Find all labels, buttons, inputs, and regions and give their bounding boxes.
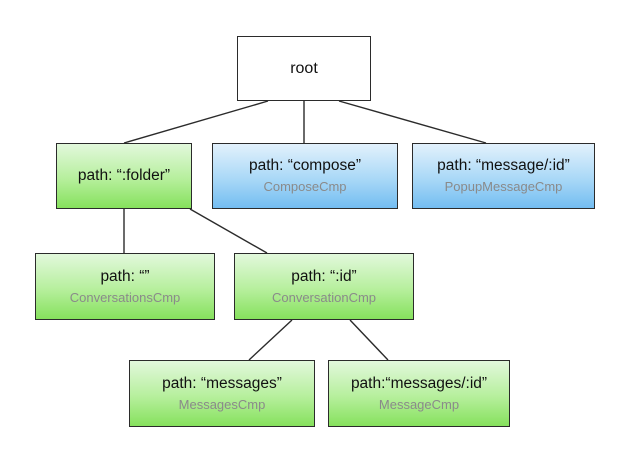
edge-root-folder <box>123 100 269 144</box>
node-messages-id-component: MessageCmp <box>378 396 460 412</box>
node-folder-path: path: “:folder” <box>77 166 171 184</box>
node-messages-component: MessagesCmp <box>178 396 266 412</box>
node-root-label: root <box>290 59 318 77</box>
node-compose: path: “compose” ComposeCmp <box>212 143 398 209</box>
node-messages-id: path:“messages/:id” MessageCmp <box>328 360 510 427</box>
edge-folder-conv-id <box>189 208 268 254</box>
node-message-id-path: path: “message/:id” <box>437 157 570 175</box>
node-conv-id-component: ConversationCmp <box>271 289 377 305</box>
node-messages: path: “messages” MessagesCmp <box>129 360 315 427</box>
node-empty-path: path: “” ConversationsCmp <box>35 253 215 320</box>
edge-root-message-id <box>338 100 487 144</box>
node-conv-id: path: “:id” ConversationCmp <box>234 253 414 320</box>
node-message-id-component: PopupMessageCmp <box>444 179 563 194</box>
node-folder: path: “:folder” <box>56 143 192 209</box>
edge-convid-messages <box>248 319 293 361</box>
node-empty-path-component: ConversationsCmp <box>69 289 181 305</box>
node-message-id: path: “message/:id” PopupMessageCmp <box>412 143 595 209</box>
node-compose-path: path: “compose” <box>249 157 361 175</box>
edge-convid-messages-id <box>349 319 389 361</box>
node-messages-path: path: “messages” <box>162 374 282 392</box>
node-root: root <box>237 36 371 101</box>
node-conv-id-path: path: “:id” <box>291 267 357 285</box>
node-messages-id-path: path:“messages/:id” <box>350 374 488 392</box>
node-compose-component: ComposeCmp <box>263 179 347 194</box>
node-empty-path-path: path: “” <box>100 267 150 285</box>
